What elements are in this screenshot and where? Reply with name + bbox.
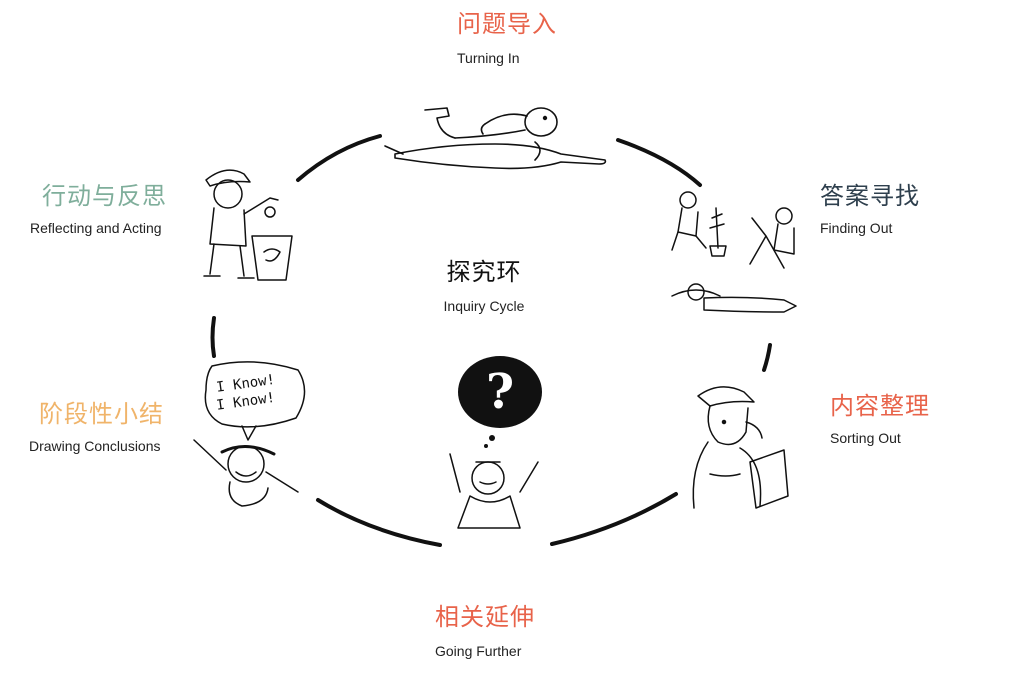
stage-finding-out-zh: 答案寻找 — [820, 182, 920, 210]
arc-top-right — [616, 138, 702, 187]
stage-sorting-out-zh: 内容整理 — [830, 392, 930, 420]
stage-turning-in-en: Turning In — [457, 49, 520, 66]
i-know-kid-illustration — [193, 361, 306, 507]
stage-going-further-zh: 相关延伸 — [435, 603, 535, 631]
stage-reflecting-acting: 行动与反思 Reflecting and Acting — [30, 182, 167, 236]
stage-finding-out: 答案寻找 Finding Out — [820, 182, 920, 236]
center-title: 探究环 Inquiry Cycle — [432, 258, 536, 314]
girl-lying-illustration — [384, 107, 607, 170]
arc-top-left — [296, 134, 382, 182]
arc-bottom-left — [316, 498, 442, 547]
speech-bubble-shape — [204, 361, 306, 428]
kids-exploring-illustration — [671, 191, 797, 313]
center-title-zh: 探究环 — [446, 258, 522, 286]
stage-going-further-en: Going Further — [435, 642, 522, 659]
arc-bottom-right — [550, 492, 678, 546]
stage-turning-in: 问题导入 Turning In — [457, 10, 557, 66]
stage-drawing-conclusions-zh: 阶段性小结 — [39, 400, 164, 428]
stage-drawing-conclusions: 阶段性小结 Drawing Conclusions — [29, 400, 164, 454]
stage-turning-in-zh: 问题导入 — [457, 10, 557, 38]
stage-reflecting-acting-zh: 行动与反思 — [42, 182, 167, 210]
stage-drawing-conclusions-en: Drawing Conclusions — [29, 437, 161, 454]
stage-going-further: 相关延伸 Going Further — [435, 603, 535, 659]
speech-bubble-text: I Know! I Know! — [215, 372, 316, 414]
question-kid-illustration — [449, 356, 542, 529]
stage-sorting-out-en: Sorting Out — [830, 429, 901, 446]
question-mark: ? — [485, 364, 515, 420]
arc-right — [762, 343, 772, 372]
arc-left — [210, 316, 216, 358]
girl-writing-illustration — [692, 386, 789, 509]
stage-sorting-out: 内容整理 Sorting Out — [830, 392, 930, 446]
stage-finding-out-en: Finding Out — [820, 219, 893, 236]
question-bubble-shape — [458, 356, 542, 428]
kid-recycling-illustration — [203, 169, 293, 281]
stage-reflecting-acting-en: Reflecting and Acting — [30, 219, 162, 236]
center-title-en: Inquiry Cycle — [443, 297, 525, 314]
